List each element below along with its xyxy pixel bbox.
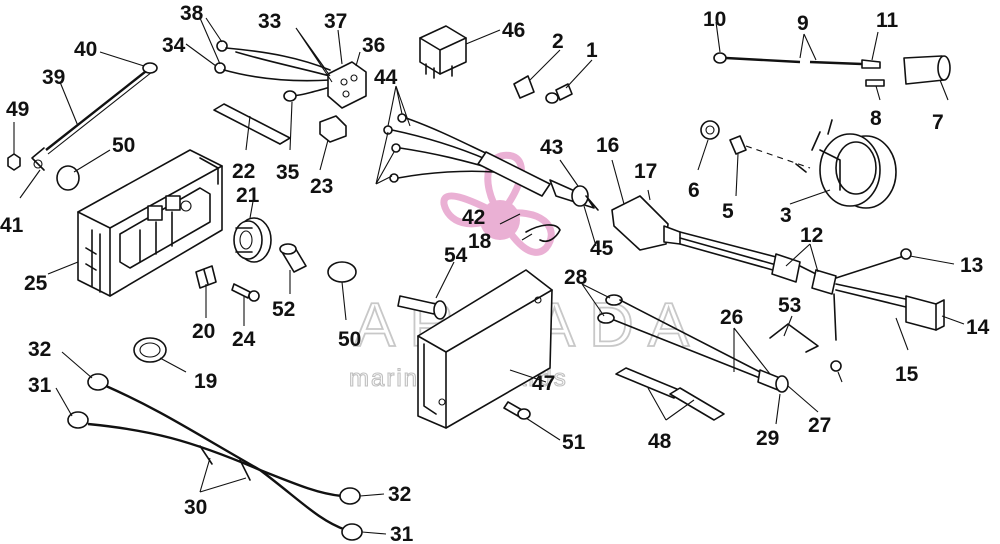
callout-25: 25 xyxy=(24,272,48,295)
callout-50: 50 xyxy=(338,328,361,351)
callout-32: 32 xyxy=(28,338,51,361)
part-51-screw xyxy=(503,401,531,420)
callout-6: 6 xyxy=(688,179,700,202)
callout-28: 28 xyxy=(564,266,588,289)
part-8-pin xyxy=(865,79,885,87)
callout-50: 50 xyxy=(112,134,135,157)
callout-31: 31 xyxy=(390,523,414,544)
armada-logo-propeller xyxy=(440,151,555,256)
callout-16: 16 xyxy=(596,134,619,157)
callout-45: 45 xyxy=(590,237,614,260)
part-53-spring xyxy=(769,323,819,353)
callout-32: 32 xyxy=(388,483,411,506)
part-54-screw xyxy=(397,295,447,320)
part-22-sleeve xyxy=(213,103,291,145)
part-49-nut xyxy=(7,153,21,171)
part-20-clip xyxy=(195,265,217,289)
callout-38: 38 xyxy=(180,2,204,25)
part-23-clip xyxy=(319,115,347,143)
callout-52: 52 xyxy=(272,298,295,321)
callout-1: 1 xyxy=(586,39,598,62)
part-44-wires xyxy=(383,113,551,197)
part-3-gauge xyxy=(795,119,897,209)
part-21-grommet xyxy=(233,217,272,263)
callout-11: 11 xyxy=(876,9,899,32)
callout-17: 17 xyxy=(634,160,657,183)
callout-22: 22 xyxy=(232,160,255,183)
callout-47: 47 xyxy=(532,372,555,395)
callout-33: 33 xyxy=(258,10,281,33)
callout-18: 18 xyxy=(468,230,492,253)
callout-19: 19 xyxy=(194,370,217,393)
part-50-pad-upper xyxy=(56,165,80,191)
callout-27: 27 xyxy=(808,414,831,437)
part-50-pad-lower xyxy=(327,261,357,283)
part-14-connector xyxy=(905,295,945,331)
callout-31: 31 xyxy=(28,374,52,397)
callout-35: 35 xyxy=(276,161,300,184)
callout-41: 41 xyxy=(0,214,24,237)
part-5-lamp xyxy=(729,135,747,155)
callout-54: 54 xyxy=(444,244,468,267)
callout-42: 42 xyxy=(462,206,485,229)
callout-29: 29 xyxy=(756,427,779,450)
part-47-plate xyxy=(417,269,553,429)
assembly-line-lamp xyxy=(745,145,811,169)
part-6-socket xyxy=(700,120,720,140)
part-17-plug xyxy=(611,195,681,251)
leader-lines xyxy=(13,17,965,535)
part-46-relay xyxy=(419,25,467,79)
callout-36: 36 xyxy=(362,34,385,57)
callout-9: 9 xyxy=(797,12,809,35)
part-9-wire xyxy=(713,52,881,69)
callout-40: 40 xyxy=(74,38,97,61)
callout-23: 23 xyxy=(310,175,333,198)
callout-7: 7 xyxy=(932,111,944,134)
callout-48: 48 xyxy=(648,430,672,453)
callout-44: 44 xyxy=(374,66,398,89)
part-24-screw xyxy=(231,283,260,302)
callout-39: 39 xyxy=(42,66,65,89)
part-26-wires xyxy=(597,294,789,393)
callout-26: 26 xyxy=(720,306,743,329)
callout-12: 12 xyxy=(800,224,823,247)
part-19-clamp xyxy=(133,337,167,363)
callout-5: 5 xyxy=(722,200,734,223)
part-7-boot xyxy=(903,55,951,85)
callout-14: 14 xyxy=(966,316,990,339)
callout-3: 3 xyxy=(780,204,792,227)
callout-20: 20 xyxy=(192,320,215,343)
callout-49: 49 xyxy=(6,98,29,121)
part-12-harness xyxy=(679,231,912,372)
part-18-spring xyxy=(525,224,561,243)
part-25-control-box xyxy=(77,149,223,297)
callout-21: 21 xyxy=(236,184,260,207)
callout-13: 13 xyxy=(960,254,983,277)
callout-24: 24 xyxy=(232,328,256,351)
callout-37: 37 xyxy=(324,10,347,33)
part-52-bushing xyxy=(279,243,307,273)
callout-51: 51 xyxy=(562,431,586,454)
callout-8: 8 xyxy=(870,107,882,130)
callout-53: 53 xyxy=(778,294,801,317)
part-43-switch xyxy=(549,179,599,211)
part-48-sleeves xyxy=(615,367,725,421)
callout-15: 15 xyxy=(895,363,919,386)
part-30-battery-cables xyxy=(67,373,363,541)
part-1-screw xyxy=(545,83,573,104)
callout-2: 2 xyxy=(552,30,564,53)
callout-34: 34 xyxy=(162,34,186,57)
callout-10: 10 xyxy=(703,8,726,31)
part-39-ground-strap xyxy=(31,62,158,171)
part-33-harness xyxy=(214,40,335,102)
part-36-connector xyxy=(327,61,367,109)
callout-43: 43 xyxy=(540,136,563,159)
callout-46: 46 xyxy=(502,19,525,42)
part-2-bracket xyxy=(513,75,535,99)
callout-30: 30 xyxy=(184,496,207,519)
